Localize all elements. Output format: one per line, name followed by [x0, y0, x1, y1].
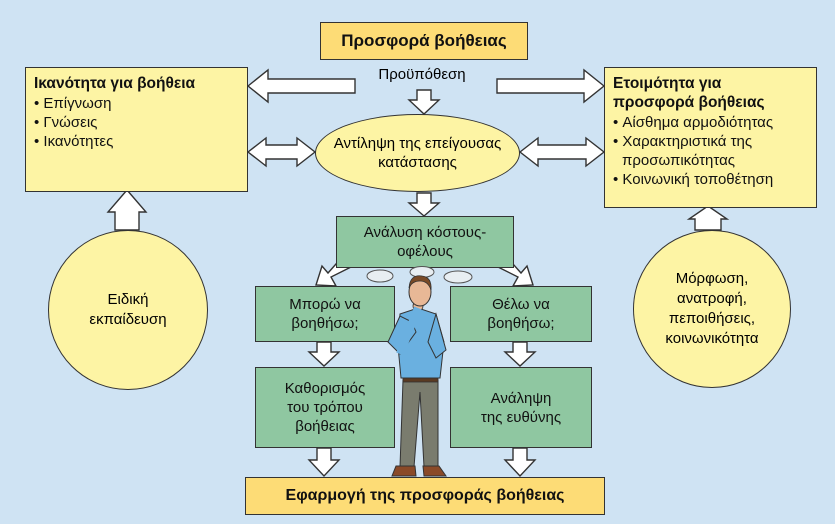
person-legs	[399, 379, 439, 468]
person-arm-right	[427, 312, 447, 359]
arrow-precondition-down	[407, 89, 441, 115]
person-shoe-left	[391, 465, 417, 477]
arrow-right-circle-up	[686, 205, 730, 231]
list-item: Επίγνωση	[34, 94, 239, 113]
right-circle-line-3: πεποιθήσεις,	[668, 310, 756, 327]
method-line-2: του τρόπου	[287, 399, 363, 416]
left-box-heading: Ικανότητα για βοήθεια	[34, 75, 196, 92]
resp-line-2: της ευθύνης	[480, 408, 562, 426]
list-item: Κοινωνική τοποθέτηση	[613, 170, 808, 189]
precondition-label: Προϋπόθεση	[378, 66, 466, 83]
arrow-can-down	[307, 341, 341, 367]
thought-bubble	[443, 270, 473, 284]
left-circle-line-2: εκπαίδευση	[89, 311, 167, 328]
method-line-3: βοήθειας	[295, 418, 355, 435]
list-item: Ικανότητες	[34, 132, 239, 151]
arrow-top-left	[246, 68, 356, 104]
want-line-2: βοηθήσω;	[487, 315, 555, 332]
cost-line-1: Ανάλυση κόστους-	[363, 224, 487, 241]
left-circle-line-1: Ειδική	[107, 291, 149, 308]
list-item-continuation: προσωπικότητας	[622, 152, 735, 169]
can-line-1: Μπορώ να	[289, 296, 361, 313]
right-box-heading-2: προσφορά βοήθειας	[613, 94, 765, 111]
resp-line-1: Ανάληψη	[490, 389, 552, 407]
person-hair	[408, 275, 432, 291]
arrow-method-down	[307, 447, 341, 478]
method-line-1: Καθορισμός	[284, 380, 366, 397]
bottom-box-apply-help: Εφαρμογή της προσφοράς βοήθειας	[245, 477, 605, 515]
ellipse-line-1: Αντίληψη της επείγουσας	[333, 135, 502, 152]
left-box-ability: Ικανότητα για βοήθεια Επίγνωση Γνώσεις Ι…	[25, 67, 248, 192]
circle-special-training: Ειδική εκπαίδευση	[48, 230, 208, 390]
arrow-ellipse-down	[407, 192, 441, 217]
right-circle-line-2: ανατροφή,	[677, 290, 747, 307]
arrow-left-ellipse	[246, 136, 317, 168]
right-box-heading-1: Ετοιμότητα για	[613, 75, 722, 92]
thinking-person-illustration	[387, 275, 447, 477]
circle-upbringing: Μόρφωση, ανατροφή, πεποιθήσεις, κοινωνικ…	[633, 230, 791, 388]
thought-bubble	[366, 269, 394, 283]
arrow-left-circle-up	[106, 188, 148, 231]
box-cost-benefit: Ανάλυση κόστους- οφέλους	[336, 216, 514, 268]
list-item: Γνώσεις	[34, 113, 239, 132]
box-help-method: Καθορισμός του τρόπου βοήθειας	[255, 367, 395, 448]
box-can-help: Μπορώ να βοηθήσω;	[255, 286, 395, 342]
cost-line-2: οφέλους	[397, 243, 453, 260]
top-box-offer-help: Προσφορά βοήθειας	[320, 22, 528, 60]
right-box-readiness: Ετοιμότητα για προσφορά βοήθειας Αίσθημα…	[604, 67, 817, 208]
arrow-want-down	[503, 341, 537, 367]
arrow-right-ellipse	[518, 136, 606, 168]
right-circle-line-1: Μόρφωση,	[675, 270, 749, 287]
arrow-top-right	[496, 68, 606, 104]
right-box-list: Αίσθημα αρμοδιότητας Χαρακτηριστικά της …	[613, 113, 808, 189]
box-want-help: Θέλω να βοηθήσω;	[450, 286, 592, 342]
want-line-1: Θέλω να	[492, 296, 550, 313]
list-item: Αίσθημα αρμοδιότητας	[613, 113, 808, 132]
ellipse-line-2: κατάστασης	[378, 154, 457, 171]
list-item: Χαρακτηριστικά της	[613, 132, 808, 151]
person-forearm	[396, 306, 422, 356]
box-responsibility: Ανάληψη της ευθύνης	[450, 367, 592, 448]
person-shoe-right	[422, 465, 447, 477]
right-circle-line-4: κοινωνικότητα	[665, 330, 759, 347]
can-line-2: βοηθήσω;	[291, 315, 359, 332]
arrow-resp-down	[503, 447, 537, 478]
ellipse-emergency-perception: Αντίληψη της επείγουσας κατάστασης	[315, 114, 520, 192]
left-box-list: Επίγνωση Γνώσεις Ικανότητες	[34, 94, 239, 151]
